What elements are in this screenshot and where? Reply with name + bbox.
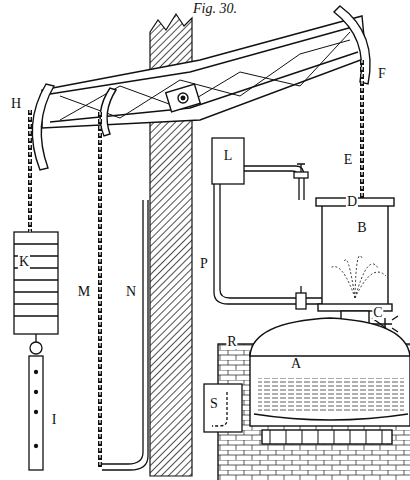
part-letter: L (223, 149, 234, 163)
part-letter: H (10, 97, 22, 111)
chain-link (361, 60, 362, 198)
water-tank (212, 138, 244, 184)
chain (360, 60, 364, 198)
part-letter: K (18, 255, 30, 269)
chain-link (29, 110, 30, 232)
part-letter: B (356, 221, 367, 235)
injection-spray (330, 256, 386, 298)
part-letter: I (51, 413, 58, 427)
part-letter: F (377, 67, 387, 81)
part-letter: S (209, 397, 219, 411)
part-letter: R (226, 335, 237, 349)
rocking-beam (42, 16, 366, 128)
part-letter: P (199, 257, 209, 271)
part-letter: C (372, 306, 383, 320)
injection-pipe (102, 200, 148, 470)
chain (28, 110, 32, 232)
chains (30, 60, 362, 468)
part-letter: N (125, 285, 137, 299)
boiler (218, 318, 410, 480)
part-letter: M (77, 285, 91, 299)
cistern (204, 384, 242, 432)
chain-link (99, 112, 100, 468)
part-letter: D (346, 195, 358, 209)
counterweight (14, 232, 58, 470)
part-letter: A (290, 357, 302, 371)
chain (98, 112, 102, 468)
part-letter: E (343, 153, 354, 167)
figure-title: Fig. 30. (193, 2, 237, 16)
arch-head (32, 6, 370, 170)
